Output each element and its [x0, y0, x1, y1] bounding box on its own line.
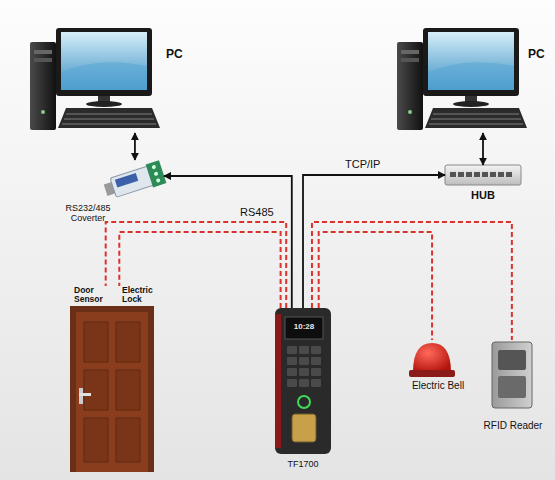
edge-label: RS485	[240, 206, 274, 218]
terminal-screw	[154, 171, 159, 176]
reader-wire	[312, 222, 512, 340]
rfid-window	[498, 350, 526, 370]
lock-wire	[119, 232, 280, 308]
node-label: Door Sensor	[74, 286, 104, 305]
sensor-wire	[106, 222, 287, 308]
door-illustration	[70, 306, 154, 472]
keypad-key	[299, 379, 309, 387]
door-node: Door Sensor Electric Lock	[70, 286, 155, 472]
hub-port	[506, 172, 512, 177]
node-label: HUB	[445, 189, 521, 201]
terminal-screen	[285, 317, 323, 339]
keypad-key	[311, 346, 321, 354]
pc-illustration	[30, 28, 160, 130]
rfid-node: RFID Reader	[485, 340, 541, 432]
terminal-trim	[275, 314, 281, 448]
keypad-key	[311, 379, 321, 387]
hub-port	[466, 172, 472, 177]
door-panel	[84, 418, 108, 462]
edge-label: TCP/IP	[345, 158, 380, 170]
rfid-illustration	[492, 342, 532, 408]
terminal-illustration	[275, 308, 331, 454]
node-label: PC	[528, 48, 552, 61]
hub-port	[490, 172, 496, 177]
rfid-pad	[498, 376, 526, 398]
terminal-body	[275, 308, 331, 454]
hub-port	[458, 172, 464, 177]
terminal-screw	[156, 178, 161, 183]
node-label: TF1700	[265, 460, 341, 470]
node-label: PC	[166, 48, 190, 61]
terminal-screw	[151, 165, 156, 170]
door-panel	[116, 370, 140, 410]
keypad-key	[311, 368, 321, 376]
hub-body	[445, 165, 521, 185]
bell-wire	[319, 232, 432, 340]
bell-base	[409, 370, 455, 377]
serial-cable	[134, 133, 136, 160]
keypad-key	[287, 357, 297, 365]
rfid-body	[492, 342, 532, 408]
keypad-key	[299, 368, 309, 376]
converter-illustration	[102, 160, 166, 201]
keypad-key	[287, 368, 297, 376]
door-panel	[116, 418, 140, 462]
door-leaf	[76, 312, 148, 472]
converter-node: RS232/485 Coverter	[112, 160, 164, 200]
keypad-key	[287, 346, 297, 354]
tcpip-line	[303, 175, 445, 308]
node-label: Electric Lock	[122, 286, 158, 305]
converter-badge	[115, 173, 138, 187]
node-label: Electric Bell	[401, 380, 475, 391]
pc-node: PC	[28, 28, 160, 133]
keypad-key	[299, 346, 309, 354]
screen-time: 10:28	[288, 323, 320, 332]
hub-illustration	[445, 165, 521, 185]
door-panel	[116, 322, 140, 362]
network-cable	[482, 133, 484, 165]
door-panel	[84, 322, 108, 362]
keypad-key	[287, 379, 297, 387]
hub-port	[450, 172, 456, 177]
fingerprint-sensor	[292, 414, 316, 442]
door-handle	[79, 393, 91, 396]
hub-port	[474, 172, 480, 177]
terminal-block	[146, 160, 167, 187]
node-label: RFID Reader	[477, 420, 549, 431]
hub-node: HUB	[445, 165, 521, 185]
node-label: RS232/485 Coverter	[60, 204, 116, 224]
keypad-key	[299, 357, 309, 365]
status-ring	[298, 396, 310, 408]
pc-illustration	[397, 28, 527, 130]
door-frame	[70, 306, 154, 472]
door-panel	[84, 370, 108, 410]
bell-node: Electric Bell	[405, 340, 471, 393]
pc-node: PC	[395, 28, 525, 133]
hub-port	[482, 172, 488, 177]
bell-illustration	[409, 343, 455, 377]
rs485-line	[164, 176, 292, 308]
keypad-key	[311, 357, 321, 365]
bell-dome	[413, 343, 451, 372]
hub-port	[498, 172, 504, 177]
